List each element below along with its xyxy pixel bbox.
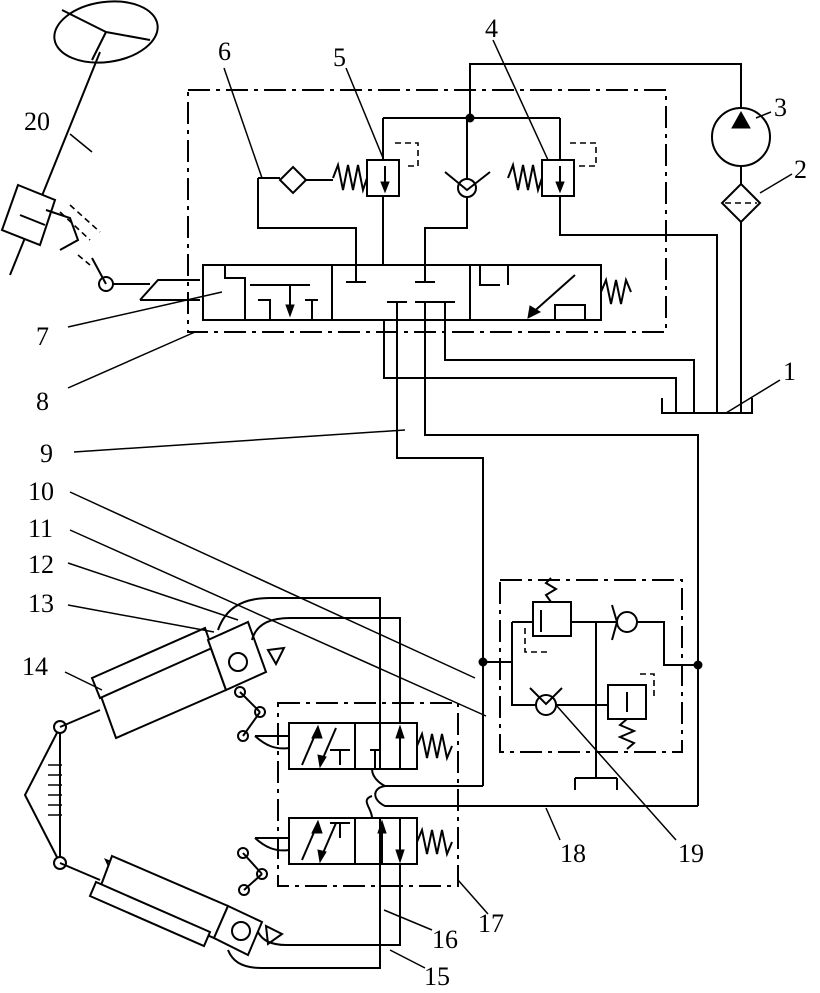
steering-linkage bbox=[23, 709, 101, 881]
line-18 bbox=[424, 320, 699, 806]
label-7: 7 bbox=[36, 322, 49, 351]
label-16: 16 bbox=[432, 925, 458, 954]
relief-valve-4 bbox=[507, 118, 718, 413]
label-10: 10 bbox=[28, 477, 54, 506]
label-4: 4 bbox=[485, 14, 498, 43]
return-line-a bbox=[383, 320, 677, 413]
control-valve-housing bbox=[187, 89, 667, 333]
steering-column bbox=[0, 51, 200, 301]
part-labels: 20 6 5 4 3 2 1 7 8 9 10 11 12 13 14 15 1… bbox=[22, 14, 807, 991]
cylinder-upper-14 bbox=[90, 620, 286, 740]
label-6: 6 bbox=[218, 37, 231, 66]
label-9: 9 bbox=[40, 439, 53, 468]
hose-upper-a bbox=[217, 597, 381, 769]
return-line-b bbox=[444, 320, 695, 413]
relief-valve-5 bbox=[332, 118, 419, 265]
label-15: 15 bbox=[424, 962, 450, 991]
label-14: 14 bbox=[22, 652, 48, 681]
steering-valve-lower bbox=[254, 817, 453, 865]
leader-lines bbox=[64, 39, 793, 969]
steering-valve-upper bbox=[254, 702, 459, 887]
filter-2 bbox=[720, 182, 762, 413]
cross-link bbox=[371, 768, 386, 787]
label-3: 3 bbox=[774, 93, 787, 122]
label-17: 17 bbox=[478, 909, 504, 938]
valve-linkage bbox=[234, 686, 268, 896]
label-19: 19 bbox=[678, 839, 704, 868]
label-2: 2 bbox=[794, 155, 807, 184]
hose-upper-b bbox=[251, 617, 401, 723]
label-11: 11 bbox=[28, 514, 53, 543]
pump-3 bbox=[711, 107, 771, 184]
steering-wheel bbox=[53, 0, 159, 64]
label-12: 12 bbox=[28, 550, 54, 579]
valve-block bbox=[478, 577, 703, 790]
cross-line bbox=[374, 785, 698, 807]
check-valve-center bbox=[424, 113, 491, 265]
label-8: 8 bbox=[36, 387, 49, 416]
label-20: 20 bbox=[24, 107, 50, 136]
cylinder-lower-14 bbox=[88, 854, 284, 957]
pump-outlet-line bbox=[469, 63, 742, 118]
label-13: 13 bbox=[28, 589, 54, 618]
line-9 bbox=[396, 320, 484, 786]
directional-valve-7 bbox=[202, 264, 632, 321]
hose-lower-a bbox=[227, 818, 381, 969]
label-5: 5 bbox=[333, 43, 346, 72]
hose-lower-b bbox=[257, 864, 401, 946]
cross-link-lower bbox=[365, 795, 373, 819]
label-1: 1 bbox=[783, 357, 796, 386]
tank-1 bbox=[661, 398, 753, 414]
label-18: 18 bbox=[560, 839, 586, 868]
